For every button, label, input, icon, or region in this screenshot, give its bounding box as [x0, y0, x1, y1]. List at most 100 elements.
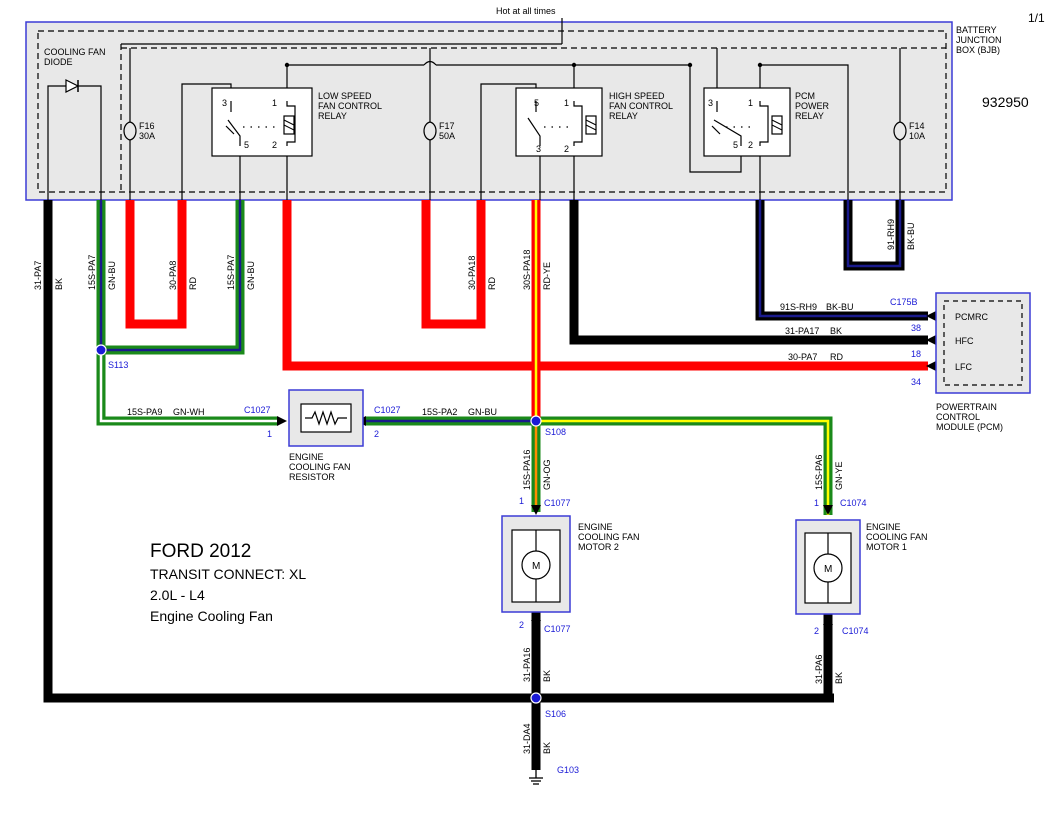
- pcmr-pin-3: 3: [708, 98, 713, 108]
- fuse-f16-rating: 30A: [139, 131, 155, 141]
- hsr-label-line1: HIGH SPEED: [609, 91, 665, 101]
- wire-label-gn-ye: GN-YE: [834, 461, 844, 490]
- pcm-label-line3: MODULE (PCM): [936, 422, 1003, 432]
- pcm-pin-lfc: LFC: [955, 362, 973, 372]
- pcmr-label-line3: RELAY: [795, 111, 824, 121]
- wire-label-15s-pa7-a: 15S-PA7: [87, 255, 97, 290]
- c1027-left-label: C1027: [244, 405, 271, 415]
- bjb-label-line3: BOX (BJB): [956, 45, 1000, 55]
- c1074-top-label: C1074: [840, 498, 867, 508]
- c1074-bottom-label: C1074: [842, 626, 869, 636]
- motor1-label-line1: ENGINE: [866, 522, 901, 532]
- connector-arrows: [277, 311, 936, 634]
- wire-label-bk-m2: BK: [542, 670, 552, 682]
- wire-15s-pa7: [96, 200, 245, 355]
- wire-30-pa18: [421, 200, 486, 329]
- page-number: 1/1: [1028, 11, 1045, 25]
- wire-label-15s-pa7-b: 15S-PA7: [226, 255, 236, 290]
- high-speed-fan-relay: [515, 87, 603, 157]
- wire-label-bk-left: BK: [54, 278, 64, 290]
- powertrain-control-module: [935, 292, 1031, 394]
- wire-label-91-rh9: 91-RH9: [886, 219, 896, 250]
- motor1-label-line3: MOTOR 1: [866, 542, 907, 552]
- lsr-pin-2: 2: [272, 140, 277, 150]
- wire-label-rd-ye: RD-YE: [542, 262, 552, 290]
- motor2-label-line2: COOLING FAN: [578, 532, 640, 542]
- motor1-label-line2: COOLING FAN: [866, 532, 928, 542]
- fuse-f16: [123, 121, 137, 141]
- wire-label-15s-pa16: 15S-PA16: [522, 450, 532, 490]
- lsr-pin-3: 3: [222, 98, 227, 108]
- pcmr-label-line2: POWER: [795, 101, 830, 111]
- wire-label-gn-bu-c: GN-BU: [468, 407, 497, 417]
- c1027-right-pin: 2: [374, 429, 379, 439]
- bjb-label-line2: JUNCTION: [956, 35, 1002, 45]
- wire-label-gn-og: GN-OG: [542, 460, 552, 491]
- resistor-label-line3: RESISTOR: [289, 472, 335, 482]
- fuse-f16-id: F16: [139, 121, 155, 131]
- wire-label-15s-pa9: 15S-PA9: [127, 407, 162, 417]
- lsr-label-line2: FAN CONTROL: [318, 101, 382, 111]
- lsr-label-line1: LOW SPEED: [318, 91, 372, 101]
- fuse-f14-id: F14: [909, 121, 925, 131]
- wire-label-gn-wh: GN-WH: [173, 407, 205, 417]
- pcmr-pin-1: 1: [748, 98, 753, 108]
- hot-at-all-times-label: Hot at all times: [496, 6, 556, 16]
- hsr-label-line2: FAN CONTROL: [609, 101, 673, 111]
- pcm-label-line1: POWERTRAIN: [936, 402, 997, 412]
- wire-label-rd-a: RD: [188, 277, 198, 290]
- lsr-label-line3: RELAY: [318, 111, 347, 121]
- wire-label-15s-pa6: 15S-PA6: [814, 455, 824, 490]
- wire-15s-pa6: [536, 416, 833, 515]
- wire-91s-rh9: [755, 200, 928, 321]
- battery-junction-box: [25, 18, 953, 201]
- wire-label-bk-m1: BK: [834, 672, 844, 684]
- ground-symbol-icon: [529, 770, 543, 785]
- hsr-label-line3: RELAY: [609, 111, 638, 121]
- fuse-f17-rating: 50A: [439, 131, 455, 141]
- c1077-top-pin: 1: [519, 496, 524, 506]
- lsr-pin-1: 1: [272, 98, 277, 108]
- fuse-f14-rating: 10A: [909, 131, 925, 141]
- title-block-line1: TRANSIT CONNECT: XL: [150, 566, 306, 582]
- bjb-label-line1: BATTERY: [956, 25, 997, 35]
- c1077-top-label: C1077: [544, 498, 571, 508]
- motor2-label-line1: ENGINE: [578, 522, 613, 532]
- splice-s113: [95, 344, 107, 356]
- wire-label-gn-bu-b: GN-BU: [246, 261, 256, 290]
- wire-label-91s-rh9: 91S-RH9: [780, 302, 817, 312]
- wire-label-31-pa6: 31-PA6: [814, 655, 824, 684]
- wire-label-15s-pa2: 15S-PA2: [422, 407, 457, 417]
- ground-g103-label: G103: [557, 765, 579, 775]
- diode-label-line2: DIODE: [44, 57, 73, 67]
- engine-cooling-fan-resistor: [288, 389, 364, 447]
- bjb-internal-wiring: [129, 48, 901, 200]
- pcm-pin-pcmrc: PCMRC: [955, 312, 988, 322]
- pcm-power-relay: [703, 87, 791, 157]
- pcmr-pin-2: 2: [748, 140, 753, 150]
- wire-label-31-pa7: 31-PA7: [33, 261, 43, 290]
- c1077-bottom-pin: 2: [519, 620, 524, 630]
- c175b-label: C175B: [890, 297, 918, 307]
- hsr-pin-3: 3: [536, 144, 541, 154]
- resistor-label-line2: COOLING FAN: [289, 462, 351, 472]
- splice-s106: [530, 692, 542, 704]
- title-block-line2: 2.0L - L4: [150, 587, 205, 603]
- wire-label-rd-b: RD: [487, 277, 497, 290]
- c1074-top-pin: 1: [814, 498, 819, 508]
- pcm-pin-34: 34: [911, 377, 921, 387]
- wire-15s-pa9: [96, 350, 277, 426]
- pcm-label-line2: CONTROL: [936, 412, 980, 422]
- splice-s113-label: S113: [108, 360, 128, 370]
- c1027-left-pin: 1: [267, 429, 272, 439]
- wire-91-rh9: [843, 200, 905, 271]
- wire-label-bk-bu-v: BK-BU: [906, 222, 916, 250]
- wire-label-bk-bu-h: BK-BU: [826, 302, 854, 312]
- pcmr-pin-5: 5: [733, 140, 738, 150]
- resistor-label-line1: ENGINE: [289, 452, 324, 462]
- low-speed-fan-relay: [211, 87, 313, 157]
- pcm-pin-18: 18: [911, 349, 921, 359]
- hsr-pin-1: 1: [564, 98, 569, 108]
- motor2-symbol: M: [532, 561, 540, 572]
